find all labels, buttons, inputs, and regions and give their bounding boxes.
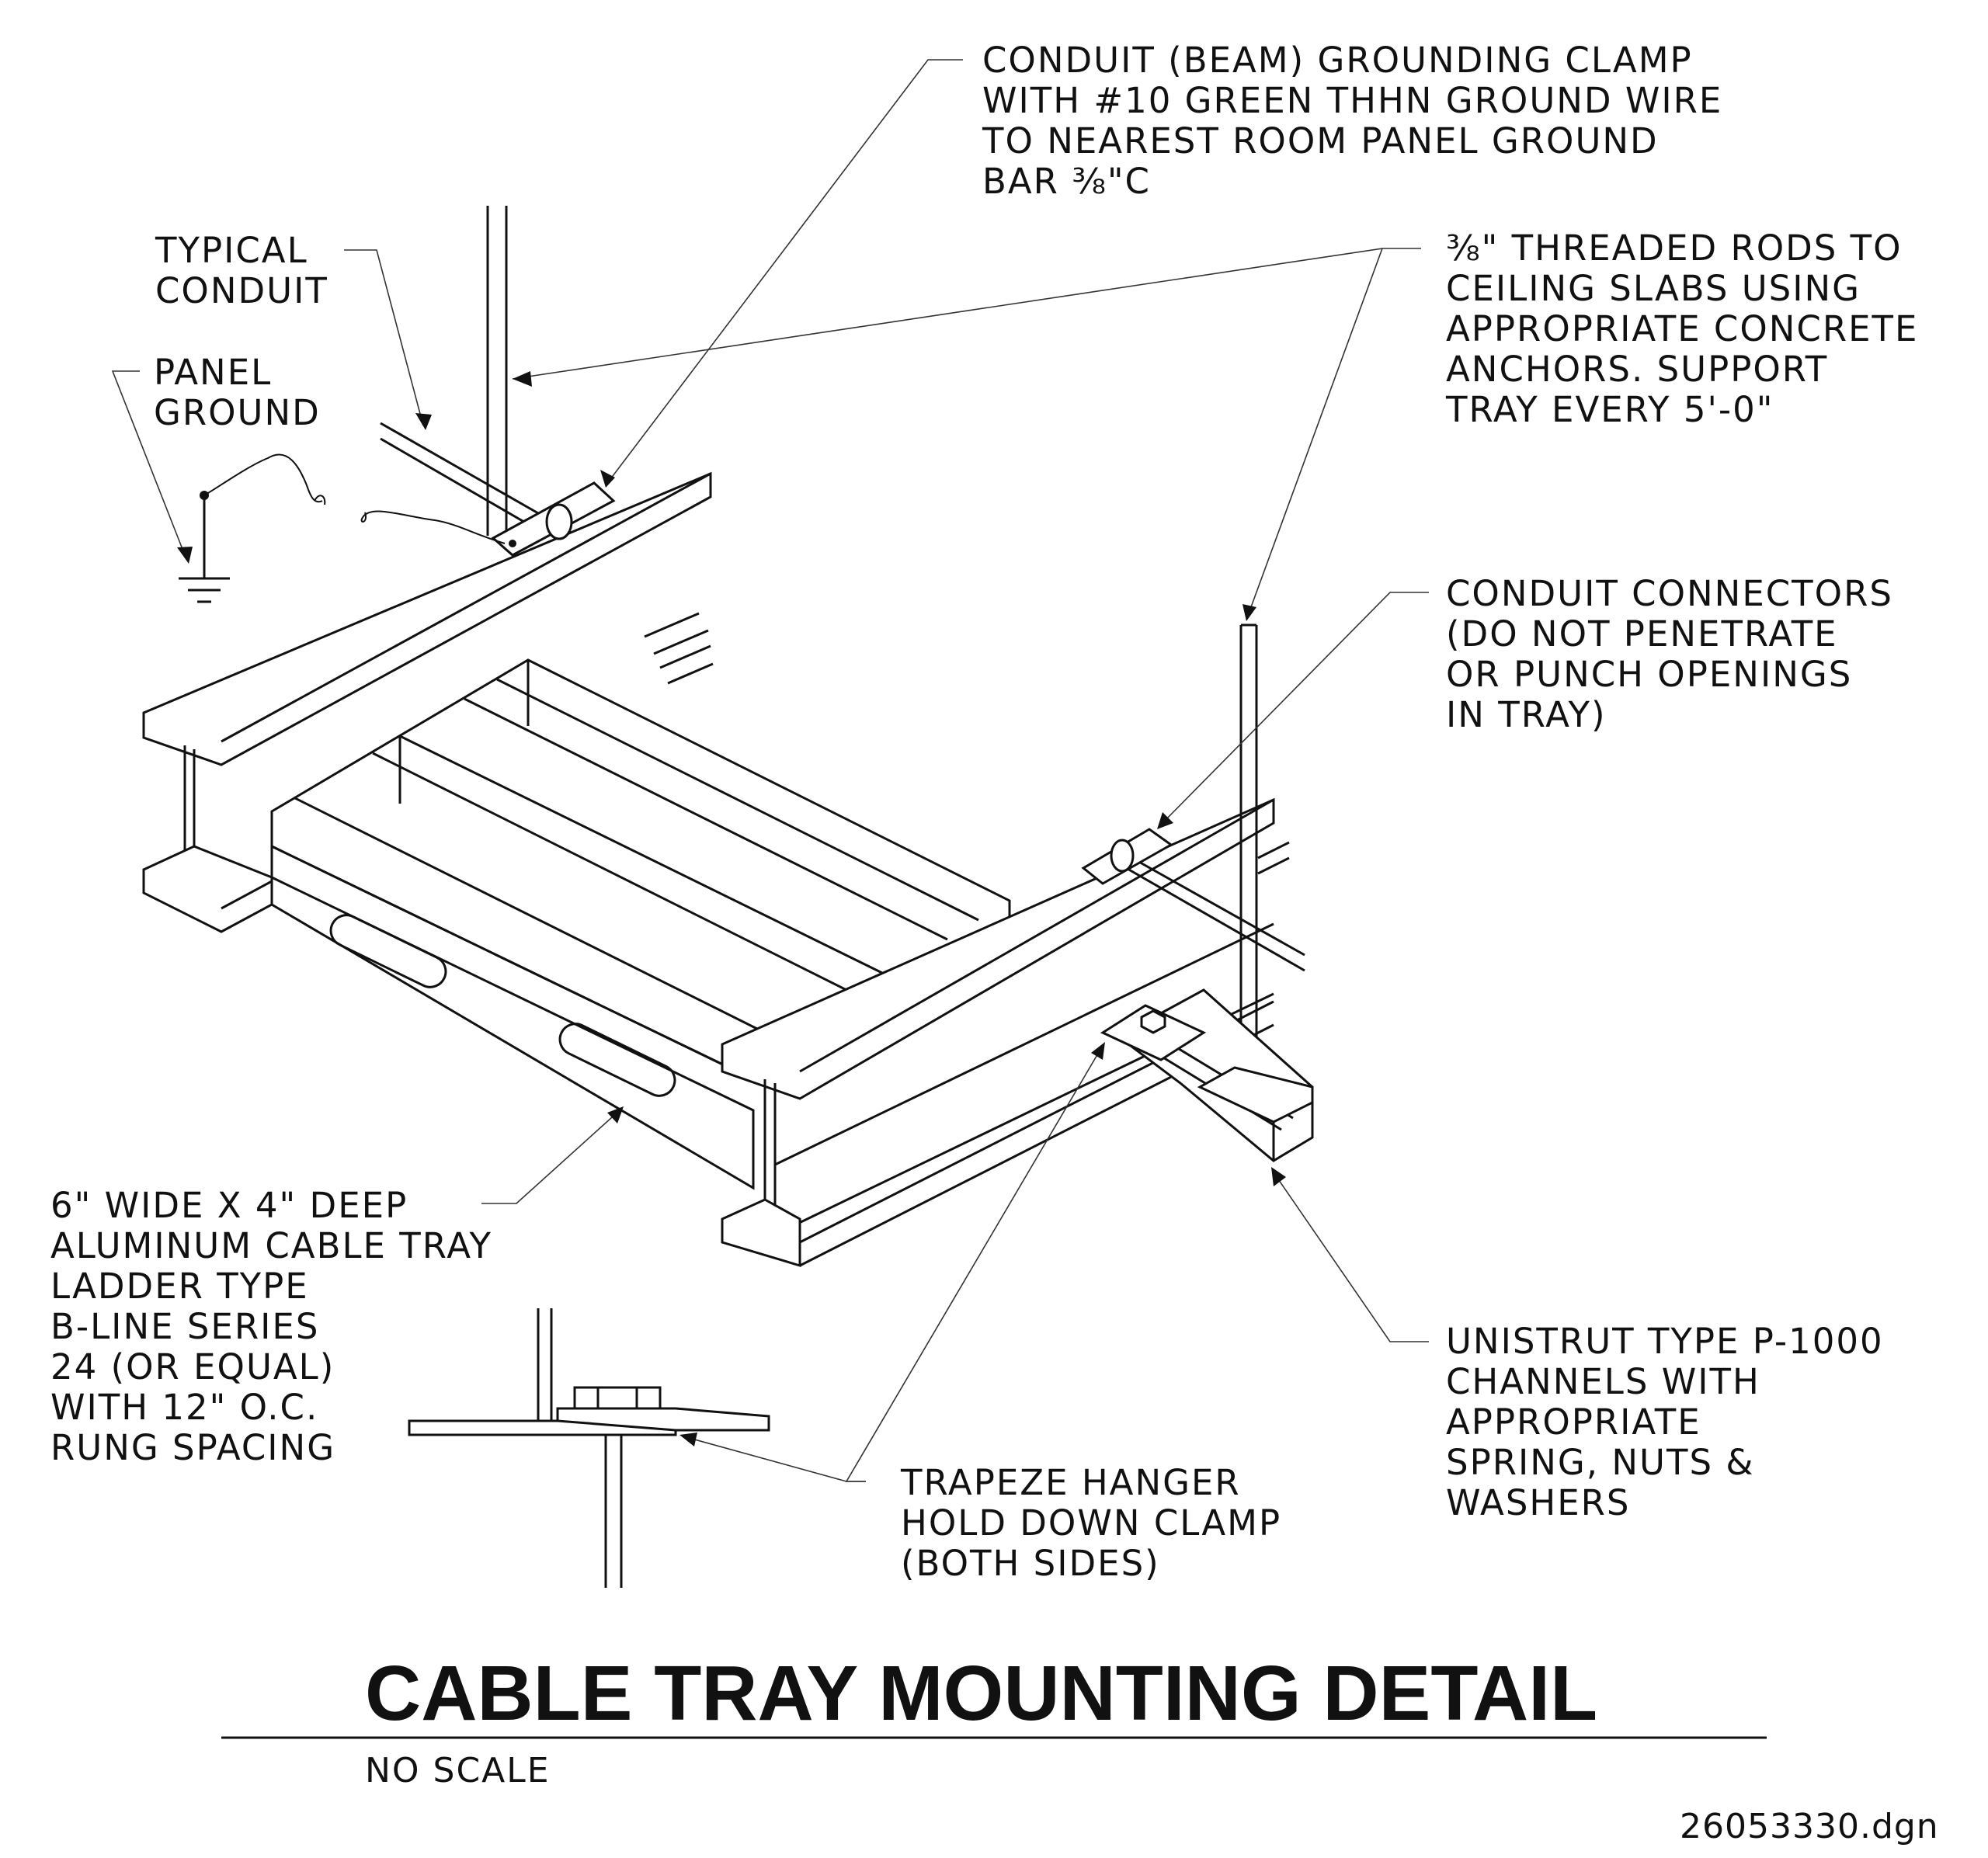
clamp-section-view bbox=[408, 1308, 770, 1588]
grounding-clamp-line-1: CONDUIT (BEAM) GROUNDING CLAMP bbox=[982, 40, 1693, 81]
conduit-connectors-line-3: OR PUNCH OPENINGS bbox=[1446, 654, 1852, 695]
hold-down-clamp-line-3: (BOTH SIDES) bbox=[901, 1543, 1160, 1584]
threaded-rods-line-4: ANCHORS. SUPPORT bbox=[1446, 349, 1828, 390]
threaded-rods-line-5: TRAY EVERY 5'-0" bbox=[1445, 389, 1774, 430]
panel-ground-symbol bbox=[179, 453, 506, 603]
typical-conduit-line-2: CONDUIT bbox=[155, 270, 328, 311]
threaded-rods-line-1: ⅜" THREADED RODS TO bbox=[1446, 227, 1903, 269]
grounding-clamp-line-4: BAR ⅜"C bbox=[982, 161, 1151, 202]
unistrut-line-2: CHANNELS WITH bbox=[1446, 1361, 1760, 1402]
panel-ground-line-1: PANEL bbox=[154, 352, 272, 393]
conduit-connectors-line-2: (DO NOT PENETRATE bbox=[1446, 613, 1838, 655]
unistrut-line-4: SPRING, NUTS & bbox=[1446, 1442, 1754, 1483]
unistrut-line-5: WASHERS bbox=[1446, 1482, 1630, 1523]
drawing-title: CABLE TRAY MOUNTING DETAIL bbox=[365, 1650, 1597, 1737]
callout-unistrut: UNISTRUT TYPE P-1000 CHANNELS WITH APPRO… bbox=[1446, 1321, 1884, 1523]
cable-tray-line-3: LADDER TYPE bbox=[50, 1266, 309, 1307]
unistrut-line-3: APPROPRIATE bbox=[1446, 1401, 1701, 1443]
hold-down-clamp-line-2: HOLD DOWN CLAMP bbox=[901, 1502, 1281, 1544]
callout-cable-tray: 6" WIDE X 4" DEEP ALUMINUM CABLE TRAY LA… bbox=[50, 1185, 492, 1468]
unistrut-line-1: UNISTRUT TYPE P-1000 bbox=[1446, 1321, 1884, 1362]
conduit-right bbox=[1081, 828, 1305, 972]
conduit-connectors-line-1: CONDUIT CONNECTORS bbox=[1446, 573, 1893, 614]
left-threaded-rod bbox=[486, 206, 508, 536]
callout-grounding-clamp: CONDUIT (BEAM) GROUNDING CLAMP WITH #10 … bbox=[982, 40, 1722, 202]
hold-down-clamp bbox=[1100, 1004, 1207, 1061]
tray-side-web bbox=[270, 875, 755, 1190]
cable-tray-line-5: 24 (OR EQUAL) bbox=[50, 1346, 335, 1387]
threaded-rods-line-2: CEILING SLABS USING bbox=[1446, 268, 1861, 309]
threaded-rods-line-3: APPROPRIATE CONCRETE bbox=[1446, 308, 1918, 349]
callout-threaded-rods: ⅜" THREADED RODS TO CEILING SLABS USING … bbox=[1445, 227, 1918, 430]
leader-lines bbox=[111, 59, 1429, 1482]
cable-tray-line-1: 6" WIDE X 4" DEEP bbox=[50, 1185, 408, 1226]
hold-down-clamp-line-1: TRAPEZE HANGER bbox=[900, 1462, 1241, 1503]
conduit-runs-behind bbox=[644, 612, 714, 685]
cable-tray-line-7: RUNG SPACING bbox=[50, 1427, 335, 1468]
scale-note: NO SCALE bbox=[365, 1751, 551, 1790]
grounding-clamp-line-2: WITH #10 GREEN THHN GROUND WIRE bbox=[982, 80, 1722, 121]
callout-conduit-connectors: CONDUIT CONNECTORS (DO NOT PENETRATE OR … bbox=[1446, 573, 1893, 735]
cable-tray-line-2: ALUMINUM CABLE TRAY bbox=[50, 1225, 492, 1266]
conduit-left bbox=[380, 422, 616, 557]
tray-left-rail bbox=[142, 471, 712, 933]
panel-ground-line-2: GROUND bbox=[154, 392, 321, 433]
callout-panel-ground: PANEL GROUND bbox=[154, 352, 321, 433]
callout-hold-down-clamp: TRAPEZE HANGER HOLD DOWN CLAMP (BOTH SID… bbox=[900, 1462, 1281, 1584]
file-name: 26053330.dgn bbox=[1680, 1807, 1939, 1846]
cable-tray-line-6: WITH 12" O.C. bbox=[50, 1387, 318, 1428]
conduit-connectors-line-4: IN TRAY) bbox=[1446, 694, 1607, 735]
cable-tray-line-4: B-LINE SERIES bbox=[50, 1306, 319, 1347]
callout-typical-conduit: TYPICAL CONDUIT bbox=[155, 230, 328, 311]
grounding-clamp-line-3: TO NEAREST ROOM PANEL GROUND bbox=[982, 120, 1659, 161]
typical-conduit-line-1: TYPICAL bbox=[155, 230, 308, 271]
